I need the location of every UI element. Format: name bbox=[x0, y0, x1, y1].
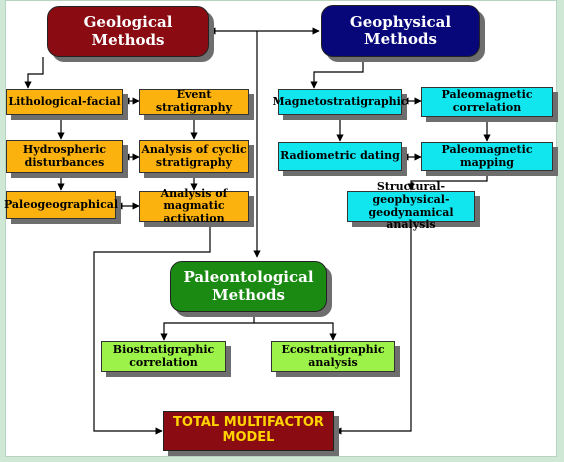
event-stratigraphy-label: Event stratigraphy bbox=[155, 88, 233, 114]
magnetostratigraphic-node: Magnetostratigraphic bbox=[272, 89, 408, 115]
geophysical-methods-label: Geophysical Methods bbox=[349, 12, 452, 48]
cyclic-stratigraphy-node: Analysis of cyclic stratigraphy bbox=[139, 140, 249, 173]
link-structural-total bbox=[334, 222, 412, 435]
radiometric-dating-label: Radiometric dating bbox=[280, 149, 400, 163]
paleogeographical-label: Paleogeographical bbox=[3, 197, 119, 211]
link-geological-lithological bbox=[24, 57, 44, 89]
link-geophysical-magnetostratigraphic bbox=[310, 57, 364, 89]
link-magmatic-total bbox=[93, 222, 211, 435]
biostratigraphic-correlation-node: Biostratigraphic correlation bbox=[101, 341, 226, 372]
hydrospheric-disturbances-label: Hydrospheric disturbances bbox=[22, 142, 107, 169]
total-multifactor-model-label: TOTAL MULTIFACTOR MODEL bbox=[173, 415, 324, 445]
paleontological-methods-label: Paleontological Methods bbox=[183, 268, 314, 304]
link-mapping-structural bbox=[407, 171, 488, 191]
ecostratigraphic-analysis-label: Ecostratigraphic analysis bbox=[281, 342, 385, 369]
paleomagnetic-mapping-label: Paleomagnetic mapping bbox=[441, 142, 533, 169]
magmatic-activation-label: Analysis of magmatic activation bbox=[160, 186, 228, 225]
magnetostratigraphic-label: Magnetostratigraphic bbox=[272, 94, 408, 108]
paleontological-methods-node: Paleontological Methods bbox=[170, 261, 327, 312]
radiometric-dating-node: Radiometric dating bbox=[278, 142, 402, 171]
geophysical-methods-node: Geophysical Methods bbox=[321, 5, 480, 57]
paleomagnetic-mapping-node: Paleomagnetic mapping bbox=[421, 142, 553, 171]
paleomagnetic-correlation-node: Paleomagnetic correlation bbox=[421, 87, 553, 117]
cyclic-stratigraphy-label: Analysis of cyclic stratigraphy bbox=[141, 142, 247, 169]
lithological-facial-node: Lithological-facial bbox=[6, 89, 123, 115]
link-paleonto-biostrat bbox=[160, 312, 255, 341]
link-paleonto-ecostrat bbox=[254, 322, 337, 341]
diagram-frame bbox=[5, 0, 557, 457]
event-stratigraphy-node: Event stratigraphy bbox=[139, 88, 249, 115]
lithological-facial-label: Lithological-facial bbox=[8, 94, 121, 108]
paleogeographical-node: Paleogeographical bbox=[3, 191, 119, 219]
geological-methods-label: Geological Methods bbox=[83, 13, 173, 49]
ecostratigraphic-analysis-node: Ecostratigraphic analysis bbox=[271, 341, 395, 372]
structural-analysis-label: Structural-geophysical-geodynamical anal… bbox=[368, 180, 454, 232]
geological-methods-node: Geological Methods bbox=[47, 6, 209, 57]
total-multifactor-model-node: TOTAL MULTIFACTOR MODEL bbox=[163, 411, 334, 451]
magmatic-activation-node: Analysis of magmatic activation bbox=[139, 187, 249, 225]
hydrospheric-disturbances-node: Hydrospheric disturbances bbox=[6, 140, 123, 173]
paleomagnetic-correlation-label: Paleomagnetic correlation bbox=[441, 88, 533, 114]
structural-analysis-node: Structural-geophysical-geodynamical anal… bbox=[347, 180, 475, 231]
biostratigraphic-correlation-label: Biostratigraphic correlation bbox=[112, 342, 215, 369]
